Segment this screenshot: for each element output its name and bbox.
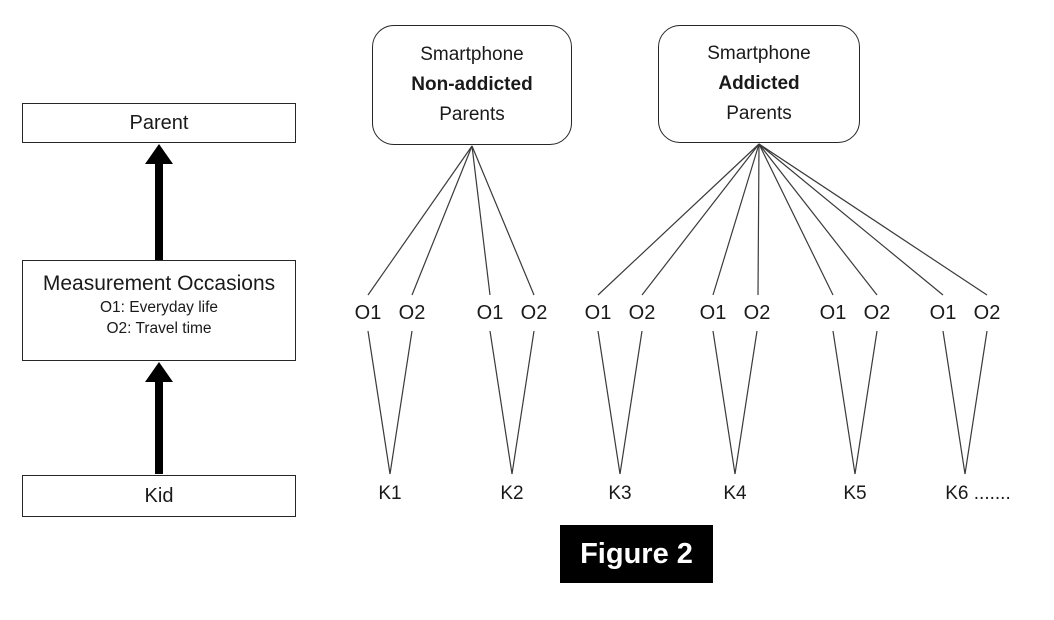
group-line-2: Non-addicted (411, 74, 533, 95)
fan-lines-non-addicted (367, 145, 535, 296)
occasion-label-o1: O1 (699, 302, 727, 324)
parent-box: Parent (22, 103, 296, 143)
group-line-3: Parents (439, 104, 505, 125)
addicted-parents-box: Smartphone Addicted Parents (658, 25, 860, 143)
v-lines-k6 (942, 330, 988, 475)
occasion-label-o1: O1 (476, 302, 504, 324)
arrow-measurement-to-parent (145, 144, 173, 260)
v-lines-k1 (367, 330, 413, 475)
occasion-label-o1: O1 (819, 302, 847, 324)
occasion-label-o2: O2 (628, 302, 656, 324)
kid-label-k1: K1 (378, 483, 402, 504)
occasion-label-o1: O1 (929, 302, 957, 324)
occasion-label-o2: O2 (973, 302, 1001, 324)
fan-lines-addicted (597, 143, 988, 296)
occasion-label-o1: O1 (354, 302, 382, 324)
kid-box: Kid (22, 475, 296, 517)
kid-box-label: Kid (144, 484, 174, 507)
arrow-kid-to-measurement (145, 362, 173, 474)
figure-caption: Figure 2 (560, 525, 713, 583)
occasion-label-o1: O1 (584, 302, 612, 324)
occasion-label-o2: O2 (398, 302, 426, 324)
kid-label-k3: K3 (608, 483, 632, 504)
group-line-2: Addicted (718, 73, 800, 94)
group-line-3: Parents (726, 103, 792, 124)
occasion-label-o2: O2 (520, 302, 548, 324)
measurement-occasions-box: Measurement Occasions O1: Everyday life … (22, 260, 296, 361)
group-line-1: Smartphone (420, 44, 524, 65)
kid-label-k6: K6 ....... (945, 483, 1011, 504)
occasion-label-o2: O2 (743, 302, 771, 324)
kid-label-k5: K5 (843, 483, 867, 504)
kid-label-k4: K4 (723, 483, 747, 504)
measurement-occasions-title: Measurement Occasions (42, 272, 276, 295)
non-addicted-parents-box: Smartphone Non-addicted Parents (372, 25, 572, 145)
parent-box-label: Parent (129, 111, 189, 134)
v-lines-k5 (832, 330, 878, 475)
occasion-label-o2: O2 (863, 302, 891, 324)
figure-caption-label: Figure 2 (580, 537, 693, 570)
group-line-1: Smartphone (707, 43, 811, 64)
occasion-1-definition: O1: Everyday life (99, 299, 219, 316)
v-lines-k4 (712, 330, 758, 475)
occasion-2-definition: O2: Travel time (106, 320, 212, 337)
v-lines-k2 (489, 330, 535, 475)
kid-label-k2: K2 (500, 483, 524, 504)
v-lines-k3 (597, 330, 643, 475)
